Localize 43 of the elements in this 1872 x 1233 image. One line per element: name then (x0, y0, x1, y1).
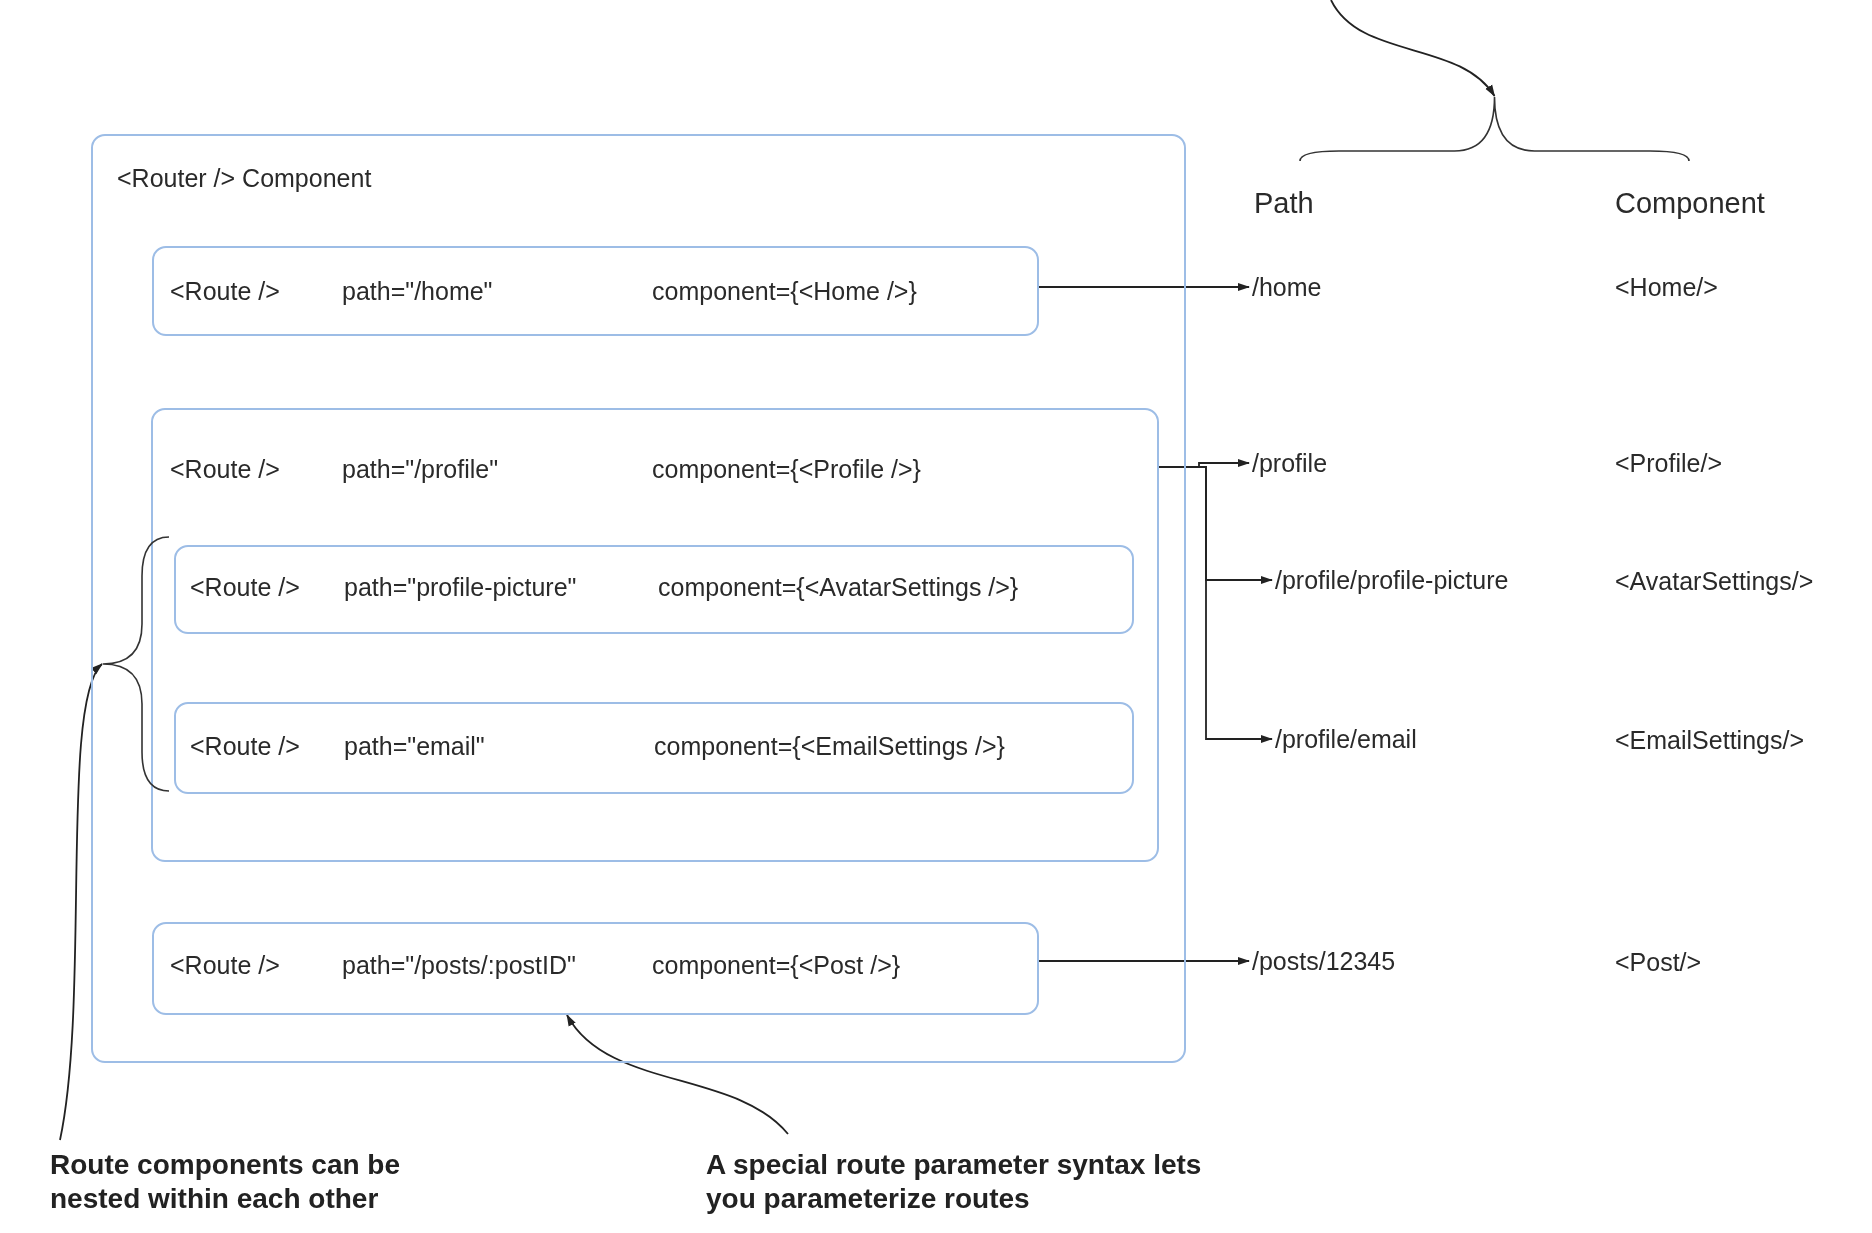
route-path: /posts/12345 (1252, 946, 1396, 976)
path-attribute: path="profile-picture" (344, 572, 577, 602)
component-attribute: component={<Post />} (652, 950, 901, 980)
route-tag: <Route /> (170, 276, 280, 306)
column-header: Component (1615, 188, 1765, 218)
route-path: /profile/email (1275, 724, 1417, 754)
route-path: /home (1252, 272, 1322, 302)
router-container (91, 134, 1186, 1063)
route-tag: <Route /> (190, 572, 300, 602)
callout-text: Route components can be nested within each other (50, 1148, 402, 1216)
component-name: <Home/> (1615, 272, 1718, 302)
leader-line (1330, 0, 1496, 97)
path-attribute: path="email" (344, 731, 485, 761)
route-box (174, 545, 1134, 634)
curly-brace (1299, 96, 1690, 161)
component-attribute: component={<Home />} (652, 276, 917, 306)
callout-text: A special route parameter syntax lets you parameterize routes (706, 1148, 1203, 1216)
column-header: Path (1254, 188, 1314, 218)
path-attribute: path="/profile" (342, 454, 499, 484)
component-name: <Post/> (1615, 947, 1702, 977)
path-attribute: path="/posts/:postID" (342, 950, 576, 980)
component-name: <EmailSettings/> (1615, 725, 1804, 755)
route-box (152, 922, 1039, 1015)
route-box (174, 702, 1134, 794)
route-box (151, 408, 1159, 862)
arrow (1038, 283, 1250, 291)
route-box (152, 246, 1039, 336)
route-tag: <Route /> (190, 731, 300, 761)
route-tag: <Route /> (170, 454, 280, 484)
arrow (1038, 957, 1250, 965)
leader-line (59, 663, 103, 1141)
curly-brace (102, 536, 169, 792)
component-attribute: component={<AvatarSettings />} (658, 572, 1019, 602)
container-title: <Router /> Component (117, 163, 372, 193)
path-attribute: path="/home" (342, 276, 493, 306)
leader-line (566, 1014, 789, 1135)
component-attribute: component={<Profile />} (652, 454, 921, 484)
route-path: /profile/profile-picture (1275, 565, 1509, 595)
component-name: <Profile/> (1615, 448, 1722, 478)
component-name: <AvatarSettings/> (1615, 566, 1814, 596)
route-path: /profile (1252, 448, 1328, 478)
route-tag: <Route /> (170, 950, 280, 980)
component-attribute: component={<EmailSettings />} (654, 731, 1005, 761)
